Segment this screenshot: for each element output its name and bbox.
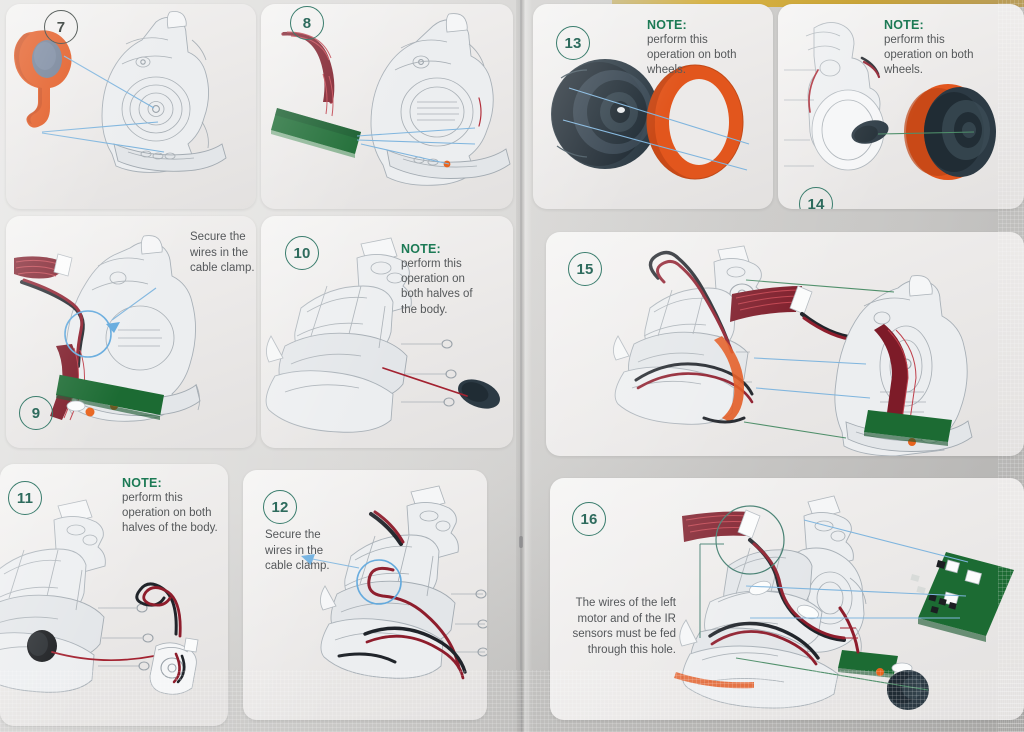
note-heading: NOTE: — [401, 242, 441, 256]
panel-step-7[interactable]: 7 — [6, 4, 256, 209]
note-heading: NOTE: — [647, 18, 687, 32]
panel-step-16[interactable]: 16 The wires of the left motor and of th… — [550, 478, 1024, 720]
leader-lines — [562, 87, 750, 171]
note-block-10: NOTE: perform this operation on both hal… — [401, 242, 483, 318]
ribbon-cable-and-wires — [674, 509, 860, 689]
left-body-half-illustration — [101, 11, 227, 173]
panel-step-11[interactable]: 11 NOTE: perform this operation on both … — [0, 464, 228, 726]
leader-lines — [699, 505, 969, 691]
leader-lines — [41, 55, 165, 153]
note-heading: NOTE: — [122, 476, 162, 490]
step-number-12: 12 — [263, 490, 297, 524]
step-number-8: 8 — [290, 6, 324, 40]
panel-step-10[interactable]: 10 NOTE: perform this operation on both … — [261, 216, 513, 448]
page-fold-line — [520, 0, 522, 732]
orange-tire — [646, 64, 744, 180]
green-controller-board — [910, 552, 1014, 642]
note-body: perform this operation on both wheels. — [647, 34, 737, 77]
step-number-11: 11 — [8, 481, 42, 515]
chassis-frame-illustration — [0, 499, 154, 693]
panel-14-artwork — [778, 4, 1024, 209]
page-fold-mark — [519, 536, 523, 548]
panel-10-artwork — [261, 216, 513, 448]
note-block-13: NOTE: perform this operation on both whe… — [647, 18, 751, 79]
note-heading: NOTE: — [884, 18, 924, 32]
panel-11-artwork — [0, 464, 228, 726]
orange-grommet-part — [14, 30, 72, 128]
panel-12-artwork — [243, 470, 487, 720]
chassis-frame-illustration — [265, 237, 457, 433]
step-number-10: 10 — [285, 236, 319, 270]
dark-wheel-hub — [551, 59, 659, 169]
panel-step-9[interactable]: Secure the wires in the cable clamp. 9 — [6, 216, 256, 448]
note-body: perform this operation on both halves of… — [122, 492, 218, 535]
panel-16-artwork — [550, 478, 1024, 720]
panel-9-artwork — [6, 216, 256, 448]
dark-rubber-bushing — [458, 379, 500, 409]
panel-8-artwork — [261, 4, 513, 209]
note-block-11: NOTE: perform this operation on both hal… — [122, 476, 222, 537]
step-number-13: 13 — [556, 26, 590, 60]
step-number-15: 15 — [568, 252, 602, 286]
dark-rubber-bushing — [887, 670, 929, 710]
chassis-wires — [634, 250, 754, 424]
chassis-frame-illustration — [320, 485, 487, 679]
leader-lines — [877, 131, 975, 135]
step-number-7: 7 — [44, 10, 78, 44]
sensor-board-and-ribbon — [271, 31, 361, 158]
gold-edge-strip — [612, 0, 1024, 7]
motor-and-wires — [27, 582, 199, 695]
motor-wires-routed — [337, 510, 467, 680]
page-fold-shadow — [516, 0, 532, 732]
panel-7-artwork — [6, 4, 256, 209]
note-block-14: NOTE: perform this operation on both whe… — [884, 18, 984, 79]
panel-13-artwork — [533, 4, 773, 209]
full-body-assembly-illustration — [679, 495, 913, 709]
panel-step-13[interactable]: 13 NOTE: perform this operation on both … — [533, 4, 773, 209]
callout-text-16: The wires of the left motor and of the I… — [572, 597, 676, 656]
panel-15-artwork — [546, 232, 1024, 456]
step-number-9: 9 — [19, 396, 53, 430]
leader-lines — [743, 279, 895, 439]
panel-step-15[interactable]: 15 — [546, 232, 1024, 456]
note-body: perform this operation on both wheels. — [884, 34, 974, 77]
ribbon-into-right-body — [864, 324, 952, 446]
panel-step-14[interactable]: NOTE: perform this operation on both whe… — [778, 4, 1024, 209]
panel-step-8[interactable]: 8 — [261, 4, 513, 209]
note-body: perform this operation on both halves of… — [401, 258, 473, 316]
left-body-half-illustration — [370, 13, 511, 186]
step-number-16: 16 — [572, 502, 606, 536]
leader-lines — [356, 127, 476, 165]
panel-step-12[interactable]: 12 Secure the wires in the cable clamp. — [243, 470, 487, 720]
callout-text-9: Secure the wires in the cable clamp. — [190, 231, 255, 275]
callout-text-12: Secure the wires in the cable clamp. — [265, 529, 330, 573]
chassis-frame-illustration — [784, 22, 889, 171]
ribbon-cable-and-board — [14, 253, 164, 421]
